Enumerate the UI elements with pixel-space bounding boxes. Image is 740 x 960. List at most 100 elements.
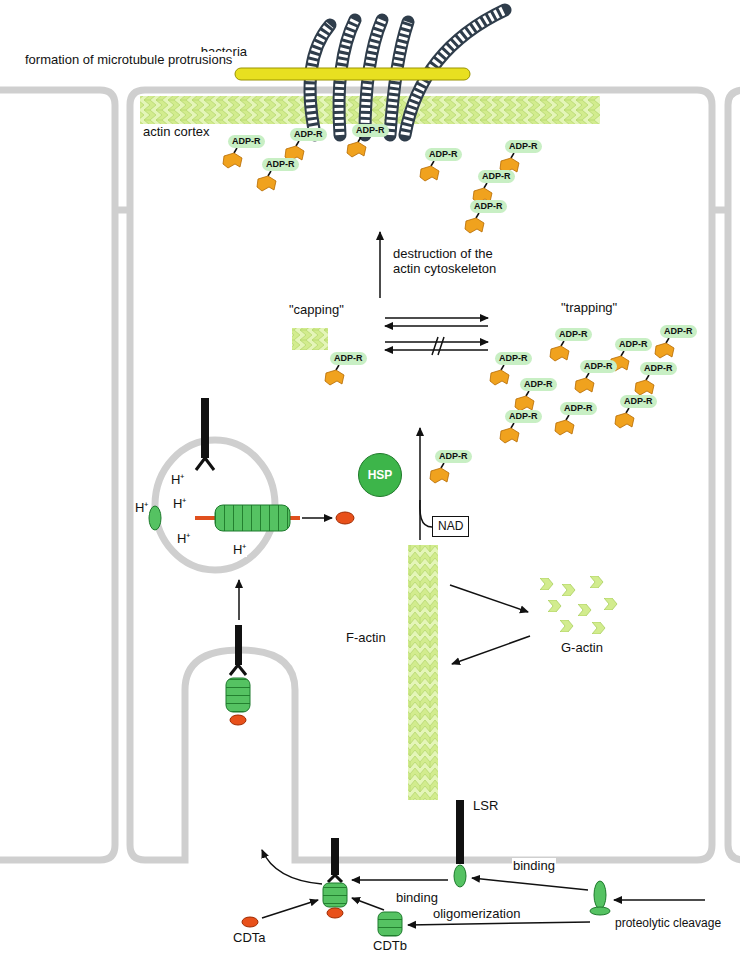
node-text: ADP-R (624, 396, 653, 406)
node-text: ADP-R (499, 353, 528, 363)
actin-monomer (490, 370, 509, 385)
adp-link (441, 463, 444, 468)
label: CDTb (372, 938, 408, 953)
adp-link (234, 148, 237, 153)
adp-ribose-tag: ADP-R (290, 128, 327, 141)
actin-monomer (257, 176, 276, 191)
adp-ribose-tag: ADP-R (330, 352, 367, 365)
adp-ribose-tag: ADP-R (505, 410, 542, 423)
adp-link (476, 213, 479, 218)
adp-ribose-tag: ADP-R (560, 402, 597, 415)
node-text: HSP (368, 468, 393, 482)
label: actin cortex (142, 124, 210, 139)
node-text: ADP-R (474, 201, 503, 211)
adp-ribose-tag: ADP-R (620, 395, 657, 408)
adp-link (586, 373, 589, 378)
adp-link (484, 183, 487, 188)
actin-monomer (430, 468, 449, 483)
label: H⁺ (176, 531, 191, 546)
adp-link (646, 375, 649, 380)
adp-link (431, 161, 434, 166)
actin-monomer (500, 428, 519, 443)
node-text: ADP-R (429, 149, 458, 159)
node-text: ADP-R (664, 326, 693, 336)
adp-ribose-tag: ADP-R (505, 140, 542, 153)
adp-ribose-tag: ADP-R (580, 360, 617, 373)
adp-link (268, 171, 271, 176)
adp-ribose-tag: ADP-R (352, 124, 389, 137)
label: proteolytic cleavage (614, 916, 722, 931)
node-text: ADP-R (524, 379, 553, 389)
label: H⁺ (232, 542, 247, 557)
adp-link (566, 415, 569, 420)
actin-monomer (655, 343, 674, 358)
adp-ribose-tag: ADP-R (228, 135, 265, 148)
node-text: ADP-R (619, 339, 648, 349)
node-text: ADP-R (644, 363, 673, 373)
node-text: ADP-R (584, 361, 613, 371)
node-text: ADP-R (266, 159, 295, 169)
adp-ribose-tag: ADP-R (262, 158, 299, 171)
node-text: ADP-R (509, 141, 538, 151)
actin-monomer (420, 166, 439, 181)
actin-monomer (223, 153, 242, 168)
actin-monomer (347, 142, 366, 157)
adp-ribose-tag: ADP-R (660, 325, 697, 338)
adp-link (526, 391, 529, 396)
node-text: ADP-R (294, 129, 323, 139)
adp-ribose-tag: ADP-R (615, 338, 652, 351)
adp-link (358, 137, 361, 142)
label: H⁺ (134, 500, 149, 515)
actin-monomer (615, 413, 634, 428)
adp-ribose-tag: ADP-R (478, 170, 515, 183)
label: F-actin (345, 630, 387, 645)
label: H⁺ (172, 496, 187, 511)
nad-box: NAD (432, 516, 469, 537)
adp-link (561, 341, 564, 346)
actin-monomer (575, 378, 594, 393)
actin-monomer (515, 396, 534, 411)
adp-link (511, 153, 514, 158)
node-text: ADP-R (232, 136, 261, 146)
label: formation of microtubule protrusions (24, 52, 233, 67)
label: "trapping" (560, 300, 618, 315)
hsp-circle: HSP (358, 453, 402, 497)
adp-link (621, 351, 624, 356)
adp-link (296, 141, 299, 146)
adp-ribose-tag: ADP-R (640, 362, 677, 375)
adp-link (666, 338, 669, 343)
label: G-actin (560, 640, 604, 655)
label: H⁺ (170, 472, 185, 487)
label: CDTa (232, 930, 267, 945)
actin-monomer (550, 346, 569, 361)
actin-monomer (325, 370, 344, 385)
adp-ribose-tag: ADP-R (520, 378, 557, 391)
node-text: ADP-R (509, 411, 538, 421)
node-text: ADP-R (439, 451, 468, 461)
node-text: ADP-R (482, 171, 511, 181)
node-text: ADP-R (356, 125, 385, 135)
node-text: NAD (438, 519, 463, 533)
adp-link (511, 423, 514, 428)
label: destruction of the actin cytoskeleton (392, 246, 519, 276)
adp-ribose-tag: ADP-R (555, 328, 592, 341)
adp-link (336, 365, 339, 370)
adp-ribose-tag: ADP-R (495, 352, 532, 365)
adp-link (501, 365, 504, 370)
adp-ribose-tag: ADP-R (470, 200, 507, 213)
label: "capping" (288, 302, 345, 317)
label: LSR (472, 798, 499, 813)
node-text: ADP-R (334, 353, 363, 363)
actin-monomer (555, 420, 574, 435)
adp-ribose-tag: ADP-R (435, 450, 472, 463)
label: binding (512, 858, 556, 873)
adp-link (626, 408, 629, 413)
actin-monomer (465, 218, 484, 233)
actin-monomer (635, 380, 654, 395)
node-text: ADP-R (564, 403, 593, 413)
node-text: ADP-R (559, 329, 588, 339)
label: oligomerization (432, 906, 521, 921)
adp-ribose-tag: ADP-R (425, 148, 462, 161)
label: binding (395, 890, 439, 905)
